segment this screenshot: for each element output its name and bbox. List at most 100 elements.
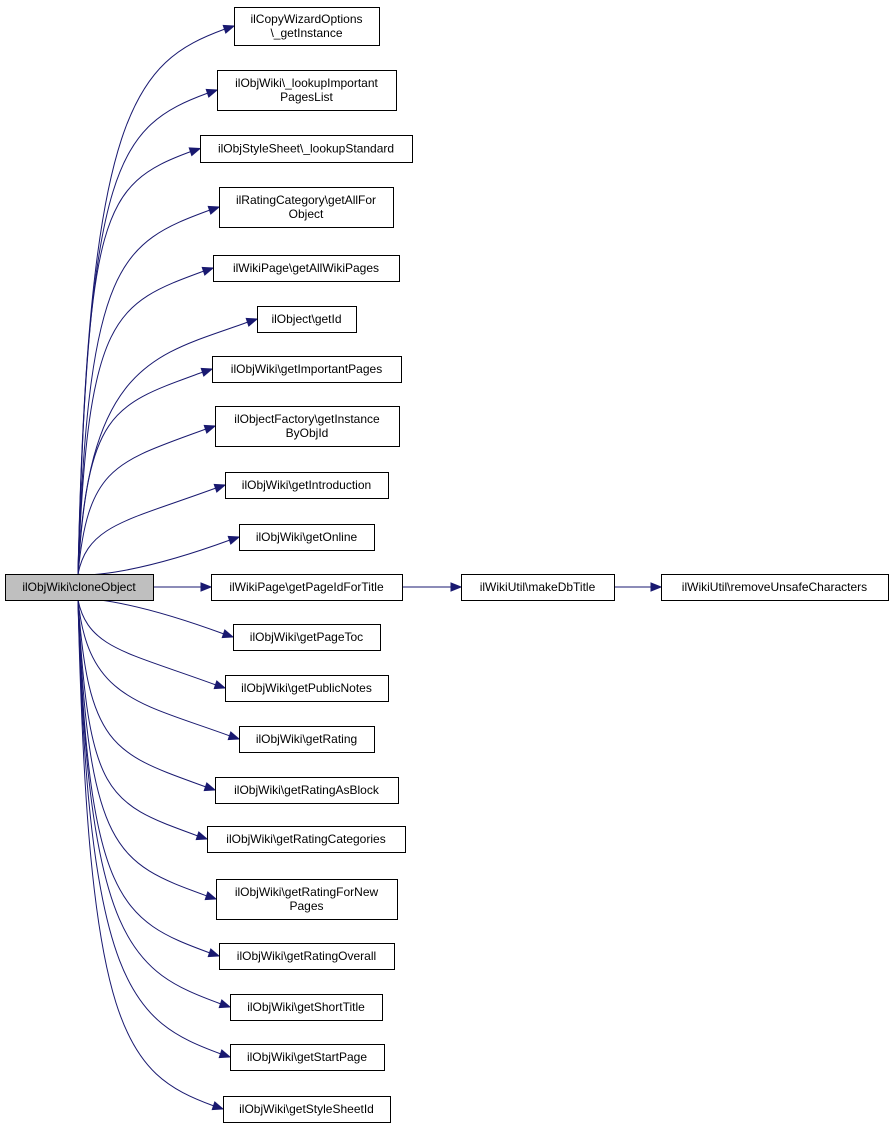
arrowhead-icon — [221, 629, 235, 639]
node-label: Object — [289, 207, 324, 221]
call-edge — [77, 599, 217, 792]
node-label: ilWikiPage\getPageIdForTitle — [229, 580, 384, 594]
function-node[interactable]: ilObject\getId — [257, 306, 357, 333]
call-edge — [77, 205, 221, 575]
node-label: ilObjectFactory\getInstance — [234, 412, 380, 426]
arrowhead-icon — [203, 782, 217, 792]
function-node[interactable]: ilWikiPage\getAllWikiPages — [213, 255, 400, 282]
arrowhead-icon — [211, 1101, 225, 1111]
node-label: ilObjWiki\getOnline — [256, 530, 358, 544]
function-node[interactable]: ilObjStyleSheet\_lookupStandard — [200, 135, 413, 163]
node-label: ByObjId — [286, 426, 329, 440]
node-label: ilObjWiki\getRatingOverall — [237, 949, 376, 963]
call-edge — [77, 599, 232, 1059]
arrowhead-icon — [213, 680, 227, 690]
node-label: ilObjWiki\getRatingCategories — [226, 832, 385, 846]
call-edge — [153, 582, 213, 592]
call-edge — [77, 266, 215, 575]
arrowhead-icon — [207, 948, 221, 958]
call-edge — [614, 582, 663, 592]
call-edge — [77, 147, 202, 575]
call-edge — [77, 24, 236, 575]
arrowhead-icon — [201, 266, 215, 276]
node-label: ilObjWiki\getPageToc — [250, 630, 363, 644]
arrowhead-icon — [650, 582, 663, 592]
node-label: ilObjWiki\_lookupImportant — [235, 76, 378, 90]
function-node[interactable]: ilObjWiki\getImportantPages — [212, 356, 402, 383]
function-node[interactable]: ilObjWiki\getPublicNotes — [225, 675, 389, 702]
arrowhead-icon — [188, 147, 202, 157]
node-label: ilObjWiki\getPublicNotes — [241, 681, 372, 695]
arrowhead-icon — [200, 582, 213, 592]
node-label: ilObjWiki\getStyleSheetId — [239, 1102, 374, 1116]
call-graph-nodes: ilObjWiki\cloneObject ilCopyWizardOptions… — [5, 7, 889, 1123]
arrowhead-icon — [203, 424, 217, 434]
function-node[interactable]: ilObjWiki\getRatingOverall — [219, 943, 395, 970]
call-graph-edges — [77, 24, 663, 1111]
arrowhead-icon — [200, 367, 214, 377]
arrowhead-icon — [195, 831, 209, 841]
node-label: PagesList — [280, 90, 333, 104]
function-node[interactable]: ilObjWiki\getPageToc — [233, 624, 381, 651]
function-node[interactable]: ilWikiUtil\makeDbTitle — [461, 574, 615, 601]
call-edge — [77, 599, 209, 841]
arrowhead-icon — [227, 535, 241, 545]
arrowhead-icon — [207, 205, 221, 215]
call-edge — [77, 599, 218, 901]
call-edge — [77, 599, 221, 958]
call-edge — [77, 88, 219, 575]
function-node[interactable]: ilObjWiki\getRatingCategories — [207, 826, 406, 853]
function-node[interactable]: ilObjWiki\getRatingAsBlock — [215, 777, 399, 804]
node-label: ilObjWiki\getRatingForNew — [235, 885, 379, 899]
root-function-node[interactable]: ilObjWiki\cloneObject — [5, 574, 154, 601]
node-label: ilObjWiki\getRatingAsBlock — [234, 783, 380, 797]
node-label: ilObjStyleSheet\_lookupStandard — [218, 142, 394, 156]
function-node[interactable]: ilObjWiki\getIntroduction — [225, 472, 389, 499]
node-label: ilObject\getId — [271, 312, 341, 326]
call-edge — [77, 367, 214, 575]
call-edge — [77, 599, 227, 690]
call-edge — [77, 483, 227, 575]
node-label: ilWikiUtil\makeDbTitle — [480, 580, 596, 594]
node-label: ilObjWiki\getShortTitle — [247, 1000, 365, 1014]
node-label: ilWikiUtil\removeUnsafeCharacters — [682, 580, 867, 594]
function-node[interactable]: ilWikiPage\getPageIdForTitle — [211, 574, 403, 601]
node-label: ilObjWiki\getImportantPages — [231, 362, 382, 376]
node-label: ilObjWiki\getStartPage — [247, 1050, 367, 1064]
call-edge — [77, 535, 241, 576]
node-label: ilObjWiki\cloneObject — [22, 580, 136, 594]
arrowhead-icon — [218, 1049, 232, 1059]
node-label: ilCopyWizardOptions — [250, 12, 362, 26]
arrowhead-icon — [245, 317, 259, 327]
call-edge — [77, 599, 241, 741]
arrowhead-icon — [218, 999, 232, 1009]
node-label: \_getInstance — [270, 26, 342, 40]
function-node[interactable]: ilObjWiki\getRating — [239, 726, 375, 753]
call-edge — [402, 582, 463, 592]
node-label: ilWikiPage\getAllWikiPages — [233, 261, 379, 275]
arrowhead-icon — [204, 891, 218, 901]
function-node[interactable]: ilObjWiki\getOnline — [239, 524, 375, 551]
arrowhead-icon — [450, 582, 463, 592]
function-node[interactable]: ilWikiUtil\removeUnsafeCharacters — [661, 574, 889, 601]
call-edge — [77, 599, 225, 1111]
call-edge — [77, 599, 232, 1009]
function-node[interactable]: ilCopyWizardOptions\_getInstance — [234, 7, 380, 46]
call-edge — [77, 598, 235, 639]
function-node[interactable]: ilObjWiki\getStyleSheetId — [223, 1096, 391, 1123]
node-label: ilObjWiki\getIntroduction — [242, 478, 371, 492]
node-label: ilObjWiki\getRating — [256, 732, 357, 746]
arrowhead-icon — [222, 24, 236, 34]
arrowhead-icon — [213, 483, 227, 493]
function-node[interactable]: ilObjWiki\getShortTitle — [230, 994, 383, 1021]
node-label: ilRatingCategory\getAllFor — [236, 193, 376, 207]
arrowhead-icon — [227, 731, 241, 741]
arrowhead-icon — [205, 88, 219, 98]
function-node[interactable]: ilObjWiki\getStartPage — [230, 1044, 385, 1071]
node-label: Pages — [289, 899, 323, 913]
